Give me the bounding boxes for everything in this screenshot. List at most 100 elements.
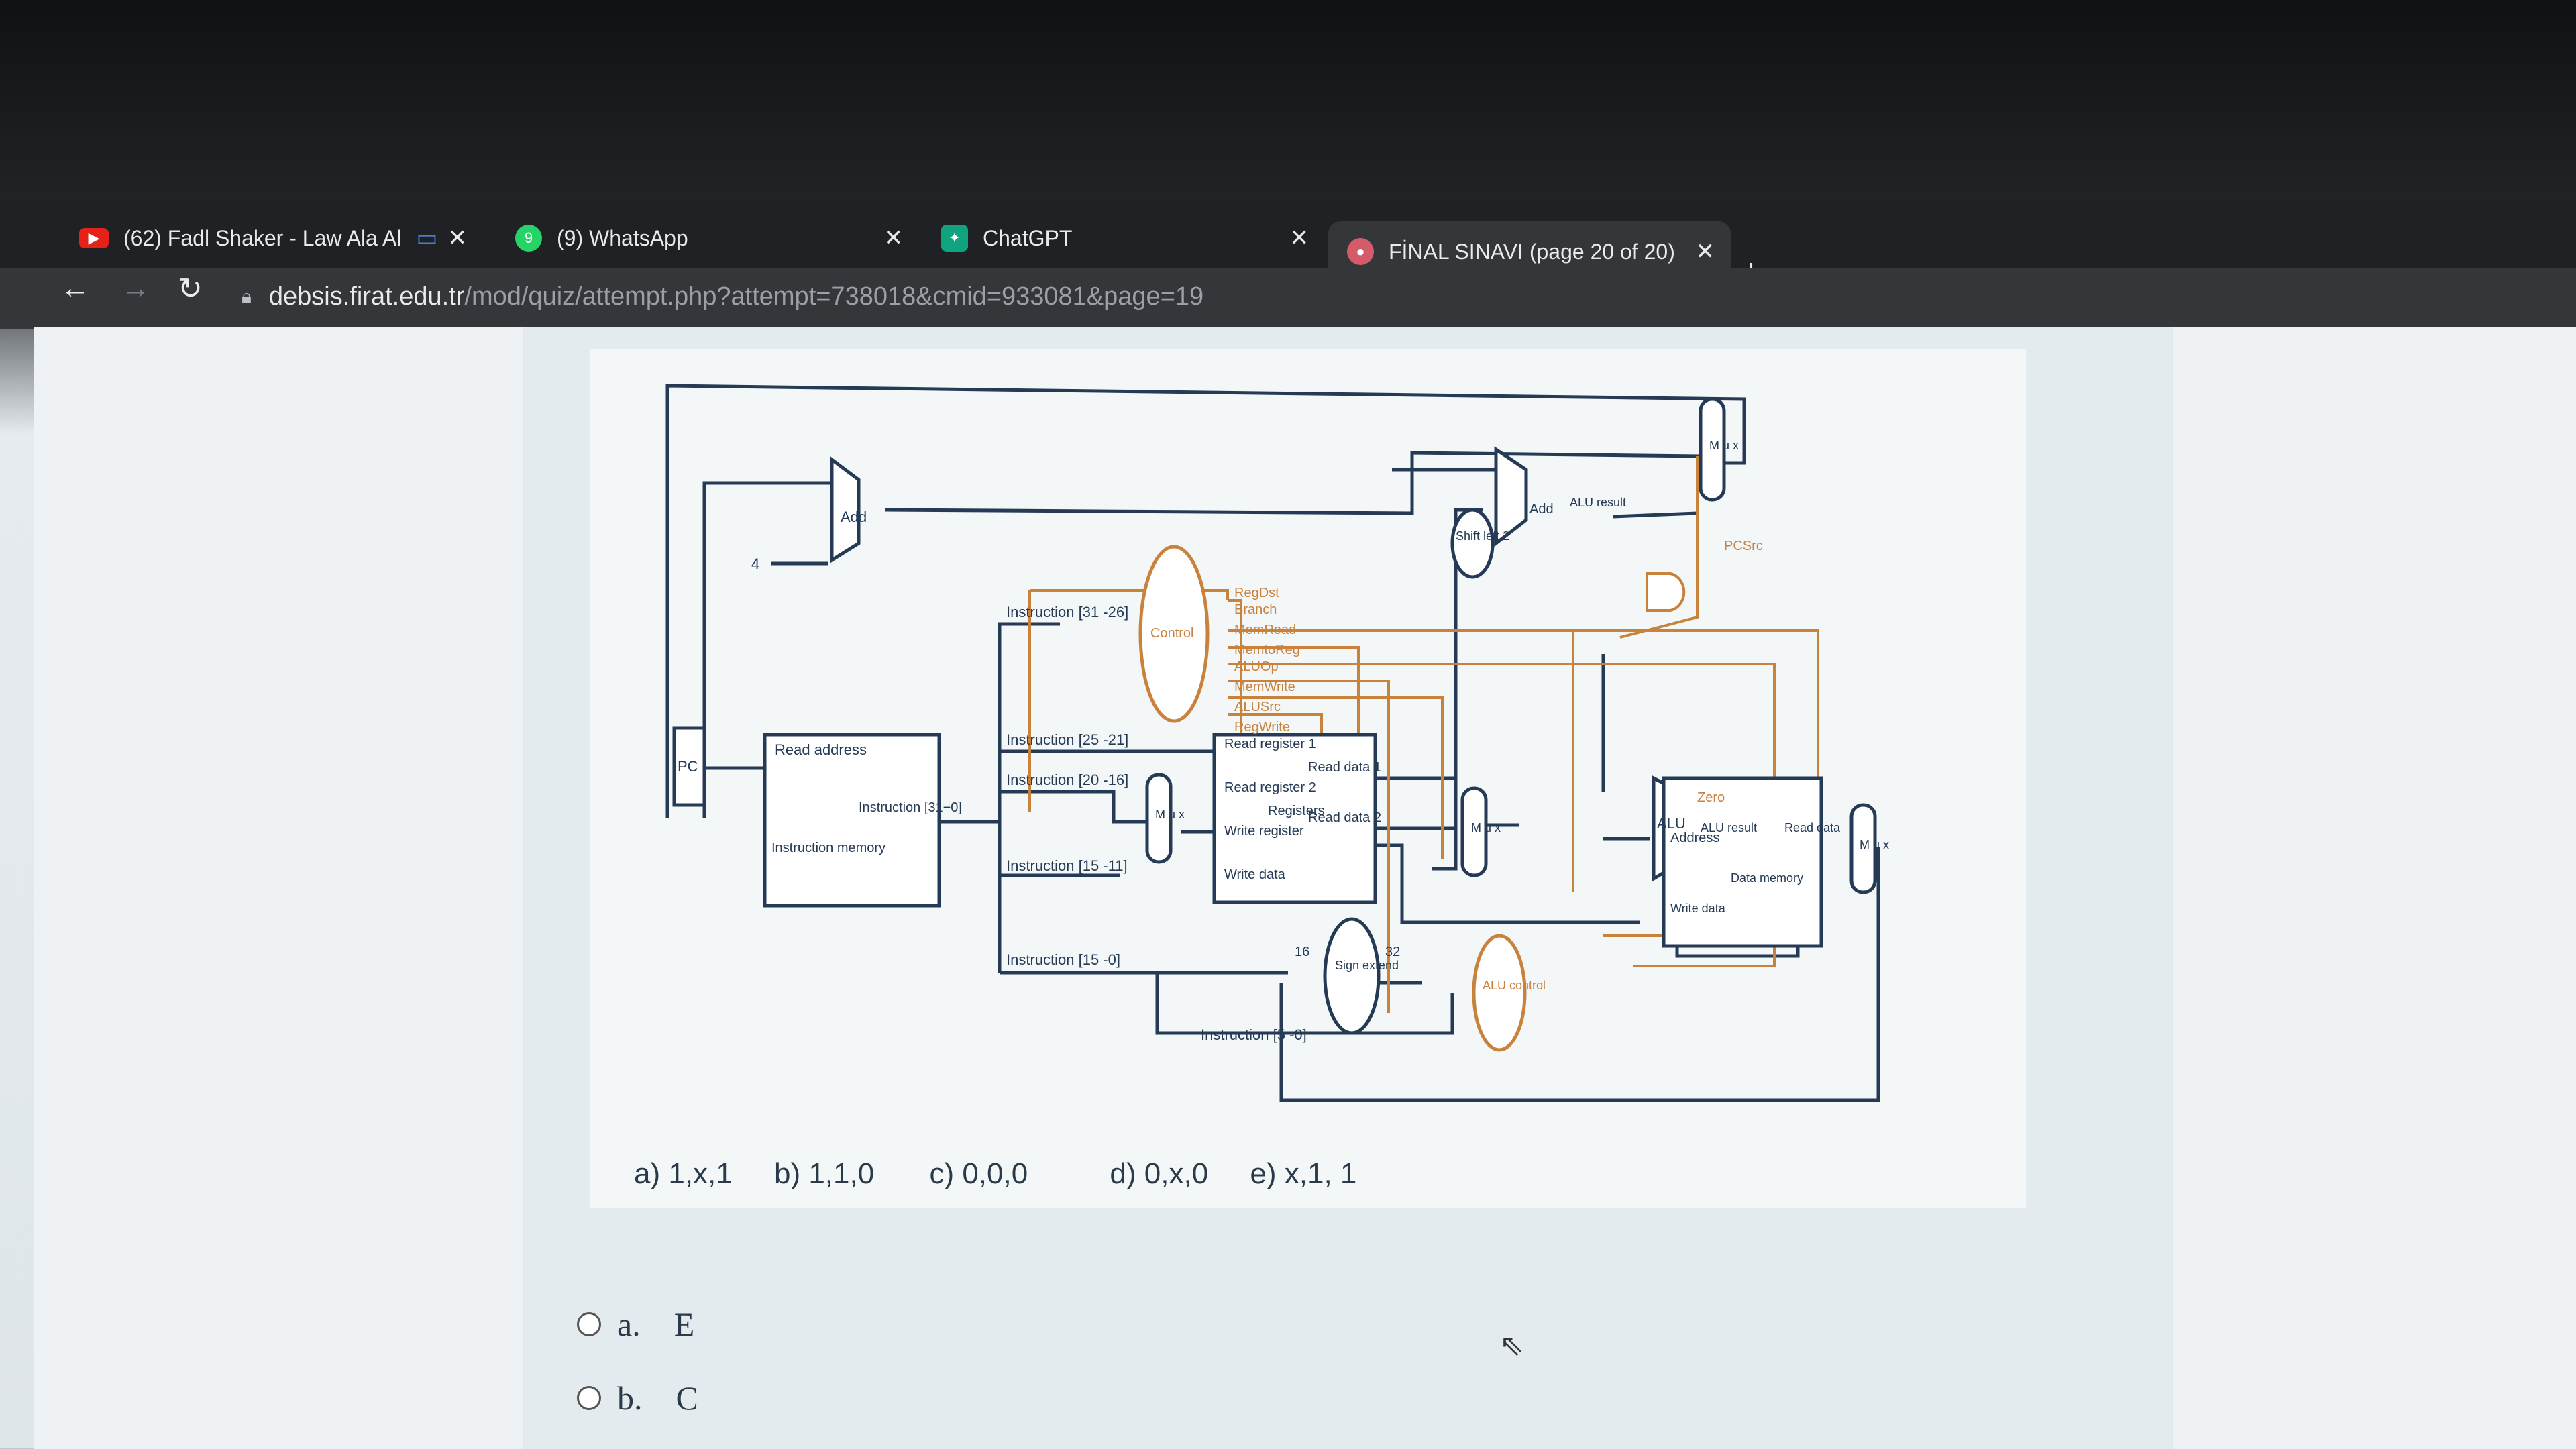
svg-text:ALU result: ALU result — [1701, 821, 1757, 835]
close-icon[interactable]: ✕ — [1695, 239, 1715, 264]
svg-text:ALU: ALU — [1657, 815, 1686, 832]
browser-toolbar — [0, 268, 2576, 329]
option-letter: b. — [617, 1379, 643, 1417]
choice-c: c) 0,0,0 — [929, 1157, 1028, 1190]
option-text: C — [676, 1379, 698, 1417]
tab-whatsapp[interactable]: 9 (9) WhatsApp ✕ — [496, 208, 919, 268]
svg-text:M u x: M u x — [1155, 808, 1185, 821]
svg-text:Registers: Registers — [1268, 804, 1324, 818]
chatgpt-icon: ✦ — [941, 225, 968, 252]
reload-icon[interactable]: ↻ — [178, 272, 203, 305]
svg-text:4: 4 — [751, 555, 759, 572]
branch-adder — [1494, 446, 1528, 547]
data-memory — [1662, 776, 1823, 948]
svg-text:RegWrite: RegWrite — [1234, 720, 1290, 735]
address-bar[interactable]: 🔒︎ debsis.firat.edu.tr /mod/quiz/attempt… — [241, 275, 2053, 318]
svg-text:ALU control: ALU control — [1483, 979, 1546, 992]
svg-text:ALU result: ALU result — [1570, 496, 1626, 509]
svg-text:Instruction [15 -0]: Instruction [15 -0] — [1006, 951, 1120, 968]
sign-extend — [1323, 917, 1381, 1035]
moodle-icon: ● — [1347, 238, 1374, 265]
svg-text:MemtoReg: MemtoReg — [1234, 643, 1300, 657]
close-icon[interactable]: ✕ — [883, 225, 904, 251]
tab-title: ChatGPT — [983, 225, 1073, 250]
lock-icon: 🔒︎ — [241, 285, 252, 307]
choice-b: b) 1,1,0 — [773, 1157, 875, 1190]
choice-a: a) 1,x,1 — [634, 1157, 733, 1190]
datapath-figure: Add 4 PC Read address Instruction [31−0]… — [590, 349, 2026, 1208]
svg-text:Read data 1: Read data 1 — [1308, 760, 1381, 775]
url-path: /mod/quiz/attempt.php?attempt=738018&cmi… — [464, 282, 1204, 311]
regdst-mux — [1145, 773, 1173, 864]
svg-text:Instruction [25 -21]: Instruction [25 -21] — [1006, 731, 1128, 748]
close-icon[interactable]: ✕ — [1289, 225, 1309, 251]
url-host: debsis.firat.edu.tr — [268, 282, 465, 311]
choice-e: e) x,1, 1 — [1250, 1157, 1357, 1190]
option-b[interactable]: b. C — [577, 1379, 698, 1417]
svg-text:Write data: Write data — [1224, 867, 1286, 882]
radio-button[interactable] — [577, 1386, 601, 1410]
svg-text:Add: Add — [841, 508, 867, 525]
svg-text:Branch: Branch — [1234, 602, 1277, 617]
svg-text:Control: Control — [1150, 626, 1193, 641]
svg-text:M u x: M u x — [1860, 838, 1889, 851]
tab-title: (62) Fadl Shaker - Law Ala Al — [123, 225, 402, 250]
svg-text:Shift left 2: Shift left 2 — [1456, 529, 1509, 543]
close-icon[interactable]: ✕ — [447, 225, 468, 251]
svg-text:RegDst: RegDst — [1234, 586, 1279, 600]
svg-text:Instruction [31 -26]: Instruction [31 -26] — [1006, 604, 1128, 621]
svg-text:PC: PC — [678, 758, 698, 775]
svg-text:Read address: Read address — [775, 741, 867, 758]
svg-text:16: 16 — [1295, 945, 1309, 959]
svg-text:Address: Address — [1670, 830, 1719, 845]
mouse-cursor-icon: ⇖ — [1499, 1329, 1524, 1362]
tab-youtube[interactable]: ▶ (62) Fadl Shaker - Law Ala Al ▭ ✕ — [60, 208, 483, 268]
and-gate — [1646, 572, 1686, 612]
pc-register — [672, 726, 706, 807]
svg-text:MemRead: MemRead — [1234, 623, 1296, 637]
svg-text:PCSrc: PCSrc — [1724, 539, 1763, 553]
radio-button[interactable] — [577, 1312, 601, 1336]
svg-text:Read data: Read data — [1784, 821, 1841, 835]
option-a[interactable]: a. E — [577, 1305, 694, 1344]
option-text: E — [674, 1305, 695, 1343]
answer-choices-line: a) 1,x,1 b) 1,1,0 c) 0,0,0 d) 0,x,0 e) x… — [634, 1157, 1390, 1191]
tab-title: FİNAL SINAVI (page 20 of 20) — [1389, 239, 1675, 264]
svg-text:M u x: M u x — [1471, 821, 1501, 835]
choice-d: d) 0,x,0 — [1110, 1157, 1209, 1190]
svg-text:Read register 1: Read register 1 — [1224, 737, 1316, 751]
datapath-diagram: Add 4 PC Read address Instruction [31−0]… — [665, 384, 1889, 1102]
instruction-memory — [763, 733, 941, 908]
svg-text:Instruction [15 -11]: Instruction [15 -11] — [1006, 857, 1128, 874]
screen-share-icon: ▭ — [416, 225, 438, 251]
svg-text:Read data 2: Read data 2 — [1308, 810, 1381, 825]
tab-chatgpt[interactable]: ✦ ChatGPT ✕ — [922, 208, 1325, 268]
memtoreg-mux — [1849, 803, 1877, 894]
svg-text:Add: Add — [1529, 502, 1554, 517]
svg-text:Zero: Zero — [1697, 790, 1725, 805]
svg-text:Sign extend: Sign extend — [1335, 959, 1399, 972]
control-unit — [1138, 545, 1210, 723]
svg-text:32: 32 — [1385, 945, 1400, 959]
pc-adder — [830, 456, 861, 564]
alusrc-mux — [1460, 786, 1488, 877]
forward-icon[interactable]: → — [121, 272, 150, 305]
youtube-icon: ▶ — [79, 228, 109, 248]
whatsapp-icon: 9 — [515, 225, 542, 252]
svg-text:ALUSrc: ALUSrc — [1234, 700, 1281, 714]
svg-text:ALUOp: ALUOp — [1234, 659, 1279, 674]
pc-mux — [1699, 397, 1726, 502]
svg-text:M u x: M u x — [1709, 439, 1739, 452]
shift-left-2 — [1450, 508, 1495, 579]
option-letter: a. — [617, 1305, 641, 1343]
back-icon[interactable]: ← — [60, 272, 90, 305]
svg-text:Write data: Write data — [1670, 902, 1726, 915]
tab-title: (9) WhatsApp — [557, 225, 688, 250]
alu-control — [1472, 934, 1527, 1052]
svg-text:MemWrite: MemWrite — [1234, 680, 1295, 694]
svg-text:Data memory: Data memory — [1731, 871, 1803, 885]
svg-text:Instruction memory: Instruction memory — [771, 841, 885, 855]
register-file — [1212, 733, 1377, 904]
svg-text:Instruction [20 -16]: Instruction [20 -16] — [1006, 771, 1128, 788]
svg-text:Instruction [31−0]: Instruction [31−0] — [859, 800, 962, 815]
